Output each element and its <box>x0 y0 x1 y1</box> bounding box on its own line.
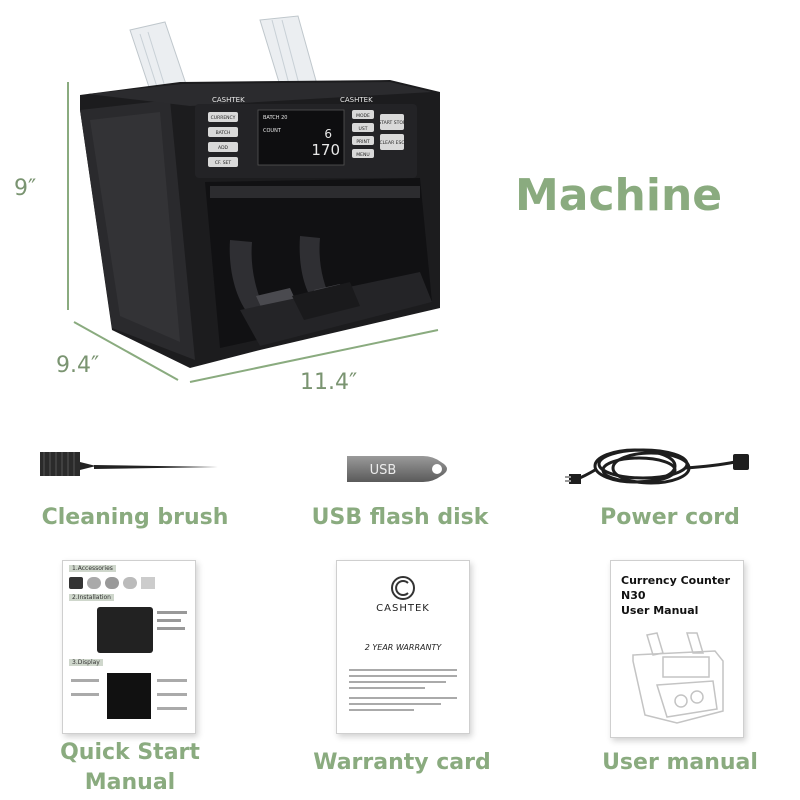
button-label-currency: CURRENCY <box>211 115 236 121</box>
machine-brand-text-top: CASHTEK <box>212 96 245 104</box>
power-cord-label: Power cord <box>600 505 740 530</box>
button-label-clear-esc: CLEAR ESC <box>380 140 405 146</box>
machine-photo: BATCH 20 COUNT 6 170 CURRENCY BATCH ADD … <box>60 10 460 390</box>
usb-printed-text: USB <box>370 463 397 478</box>
depth-dimension-line <box>73 321 179 381</box>
usb-disk-image: USB <box>345 452 455 486</box>
button-label-batch: BATCH <box>216 130 231 136</box>
user-manual-title-line1: Currency Counter <box>621 574 731 587</box>
quick-start-manual-image: 1.Accessories 2.Installation 3.Display <box>62 560 196 734</box>
machine-sketch-icon <box>632 632 724 724</box>
button-label-start-stop: START STOP <box>378 120 405 126</box>
width-dimension-label: 11.4″ <box>300 370 358 395</box>
power-cord-image <box>565 440 755 496</box>
user-manual-title-line3: User Manual <box>621 604 699 617</box>
height-dimension-label: 9″ <box>14 176 37 201</box>
usb-disk-icon: USB <box>347 456 447 482</box>
user-manual-label: User manual <box>602 750 758 775</box>
left-buttons: CURRENCY BATCH ADD CF. SET <box>208 112 238 167</box>
quick-start-label-line2: Manual <box>84 770 176 795</box>
quick-start-section-accessories: 1.Accessories <box>69 565 116 572</box>
button-label-print: PRINT <box>356 139 370 145</box>
machine-brand-text: CASHTEK <box>340 96 373 104</box>
lcd-batch-value: 6 <box>324 127 332 141</box>
usb-flash-disk-label: USB flash disk <box>311 505 489 530</box>
cleaning-brush-image <box>36 446 226 486</box>
cleaning-brush-icon <box>40 452 218 476</box>
button-label-cfset: CF. SET <box>215 160 232 166</box>
button-label-mode: MODE <box>356 113 370 119</box>
cashtek-logo-icon <box>391 576 415 600</box>
cleaning-brush-label: Cleaning brush <box>41 505 229 530</box>
user-manual-image: Currency Counter N30 User Manual <box>610 560 744 738</box>
quick-start-label-line1: Quick Start <box>60 740 200 765</box>
warranty-card-image: CASHTEK 2 YEAR WARRANTY <box>336 560 470 734</box>
lcd-count-label: COUNT <box>263 128 282 134</box>
depth-dimension-label: 9.4″ <box>56 353 100 378</box>
quick-start-section-display: 3.Display <box>69 659 103 666</box>
button-label-add: ADD <box>218 145 229 151</box>
mid-buttons: MODE UST PRINT MENU <box>352 110 374 158</box>
width-dimension-line <box>189 329 439 383</box>
lcd-count-value: 170 <box>311 141 340 159</box>
warranty-heading: 2 YEAR WARRANTY <box>364 643 442 652</box>
power-cord-icon <box>565 448 749 485</box>
quick-start-manual-label: Quick Start Manual <box>40 738 220 798</box>
lcd-batch-label: BATCH 20 <box>263 115 287 121</box>
quick-start-section-installation: 2.Installation <box>69 594 114 601</box>
button-label-ust: UST <box>359 126 368 132</box>
user-manual-title-line2: N30 <box>621 589 646 602</box>
currency-counter-machine: BATCH 20 COUNT 6 170 CURRENCY BATCH ADD … <box>67 15 440 383</box>
warranty-brand: CASHTEK <box>376 603 430 614</box>
button-label-menu: MENU <box>356 152 369 158</box>
right-buttons: START STOP CLEAR ESC <box>378 114 406 150</box>
machine-title: Machine <box>515 170 723 221</box>
warranty-card-label: Warranty card <box>313 750 491 775</box>
